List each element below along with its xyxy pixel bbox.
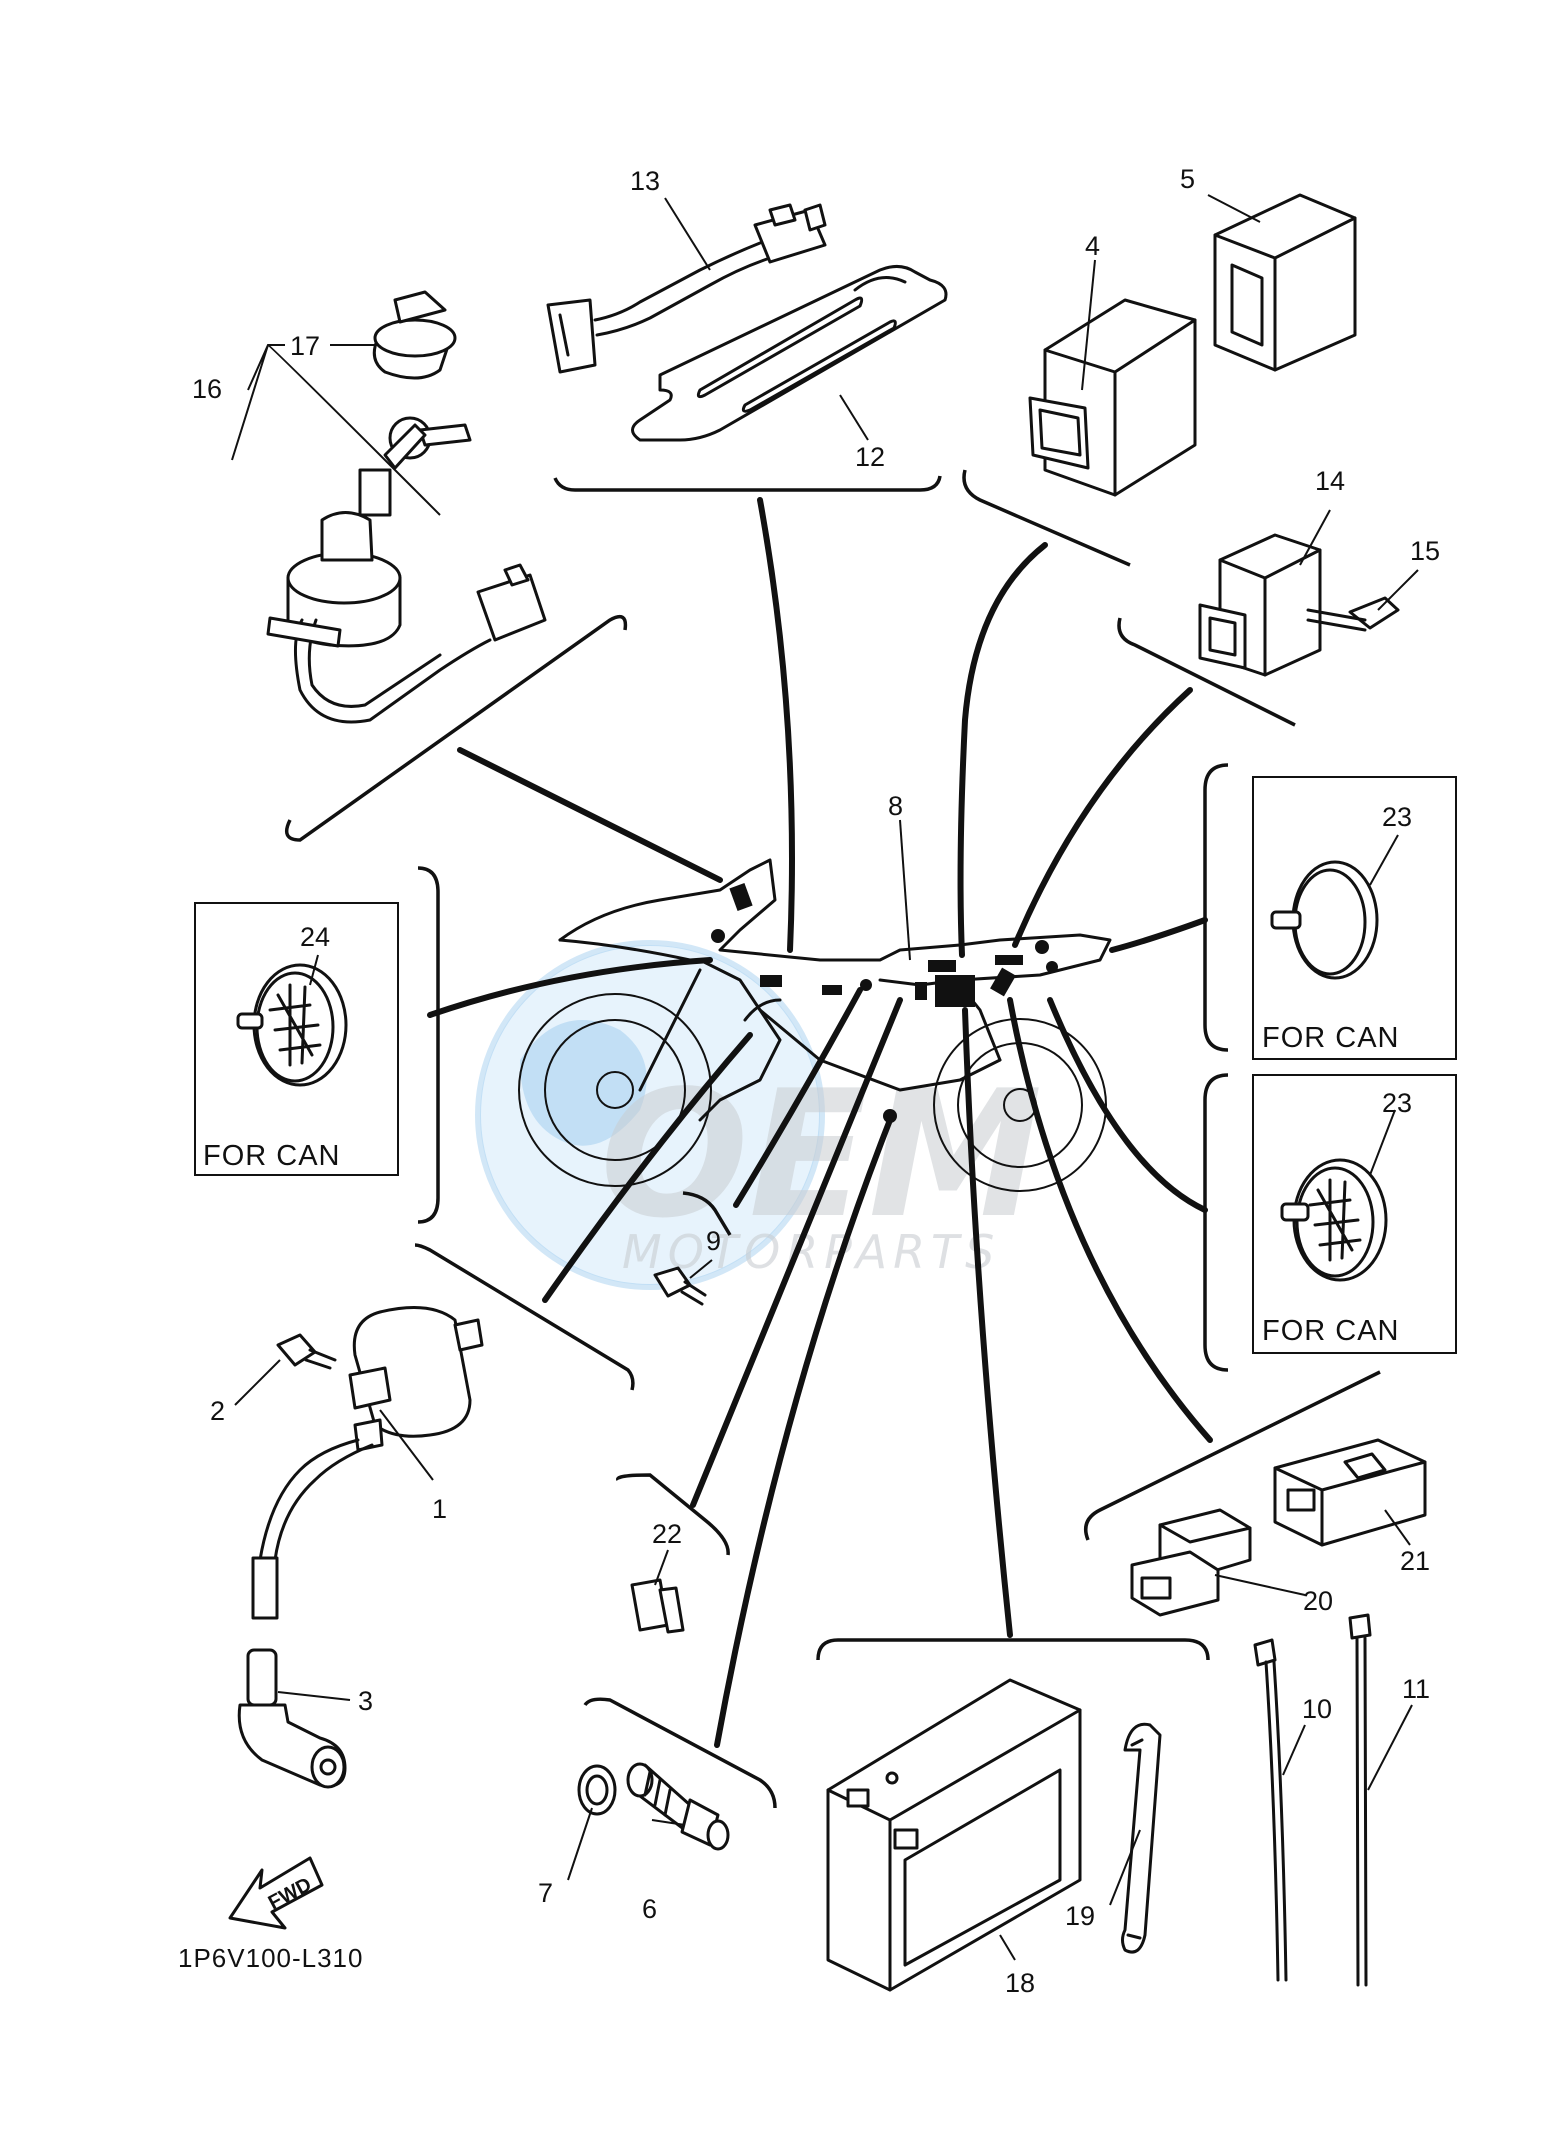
for-can-label: FOR CAN bbox=[1262, 1315, 1400, 1347]
fuse-part bbox=[630, 1578, 685, 1634]
bolt-9-part bbox=[653, 1266, 707, 1306]
watermark-subtitle: MOTORPARTS bbox=[622, 1225, 1000, 1279]
callout-1: 1 bbox=[432, 1494, 447, 1524]
callout-24: 24 bbox=[300, 922, 330, 952]
motorcycle-outline bbox=[518, 858, 1112, 1192]
callout-6: 6 bbox=[642, 1894, 657, 1924]
callout-17: 17 bbox=[290, 331, 320, 361]
watermark: OEM MOTORPARTS bbox=[475, 940, 1042, 1290]
ignition-switch-part bbox=[266, 290, 547, 724]
callout-11: 11 bbox=[1402, 1674, 1430, 1704]
group-brackets bbox=[284, 469, 1381, 1809]
callout-leader-lines bbox=[231, 194, 1419, 1961]
cover-part bbox=[1213, 193, 1357, 372]
bolt-2-part bbox=[276, 1333, 337, 1370]
relay-part bbox=[1198, 533, 1400, 677]
callout-8: 8 bbox=[888, 791, 903, 821]
callout-22: 22 bbox=[652, 1519, 682, 1549]
for-can-label: FOR CAN bbox=[1262, 1022, 1400, 1054]
callout-9: 9 bbox=[706, 1226, 721, 1256]
callout-14: 14 bbox=[1315, 466, 1345, 496]
callout-7: 7 bbox=[538, 1878, 553, 1908]
callout-19: 19 bbox=[1065, 1901, 1095, 1931]
relay-box-part bbox=[1028, 298, 1197, 497]
battery-band-part bbox=[1121, 1722, 1162, 1954]
callout-2: 2 bbox=[210, 1396, 225, 1426]
coupler-21-part bbox=[1273, 1438, 1427, 1547]
forward-direction-arrow: FWD bbox=[228, 1856, 324, 1930]
callout-3: 3 bbox=[358, 1686, 373, 1716]
harness-lead-part bbox=[546, 203, 827, 374]
cable-tie-11-part bbox=[1348, 1613, 1372, 1987]
callout-21: 21 bbox=[1400, 1546, 1430, 1576]
battery-part bbox=[826, 1678, 1082, 1992]
for-can-box-23a: FOR CAN bbox=[1252, 776, 1457, 1060]
cap-23-part-a bbox=[1270, 860, 1379, 980]
callout-23a: 23 bbox=[1382, 802, 1412, 832]
plate-part bbox=[631, 265, 948, 442]
callout-13: 13 bbox=[630, 166, 660, 196]
cap-23-part-b bbox=[1280, 1158, 1388, 1282]
for-can-box-24: FOR CAN bbox=[194, 902, 399, 1176]
callout-20: 20 bbox=[1303, 1586, 1333, 1616]
for-can-box-23b: FOR CAN bbox=[1252, 1074, 1457, 1354]
callout-4: 4 bbox=[1085, 231, 1100, 261]
callout-15: 15 bbox=[1410, 536, 1440, 566]
coupler-20-part bbox=[1130, 1508, 1252, 1617]
washer-part bbox=[577, 1764, 617, 1816]
callout-12: 12 bbox=[855, 442, 885, 472]
plug-cap-part bbox=[237, 1648, 347, 1789]
part-number-callouts: 1 2 3 4 5 6 7 8 9 10 11 12 13 14 15 16 1… bbox=[192, 164, 1440, 1998]
callout-5: 5 bbox=[1180, 164, 1195, 194]
neutral-switch-part bbox=[626, 1762, 730, 1851]
cable-tie-10-part bbox=[1253, 1638, 1288, 1982]
leader-lines bbox=[427, 497, 1213, 1748]
for-can-label: FOR CAN bbox=[203, 1140, 341, 1172]
ignition-coil-part bbox=[251, 1306, 484, 1620]
callout-23b: 23 bbox=[1382, 1088, 1412, 1118]
diagram-code: 1P6V100-L310 bbox=[178, 1943, 363, 1973]
callout-10: 10 bbox=[1302, 1694, 1332, 1724]
callout-18: 18 bbox=[1005, 1968, 1035, 1998]
callout-16: 16 bbox=[192, 374, 222, 404]
cap-24-part bbox=[236, 963, 348, 1087]
